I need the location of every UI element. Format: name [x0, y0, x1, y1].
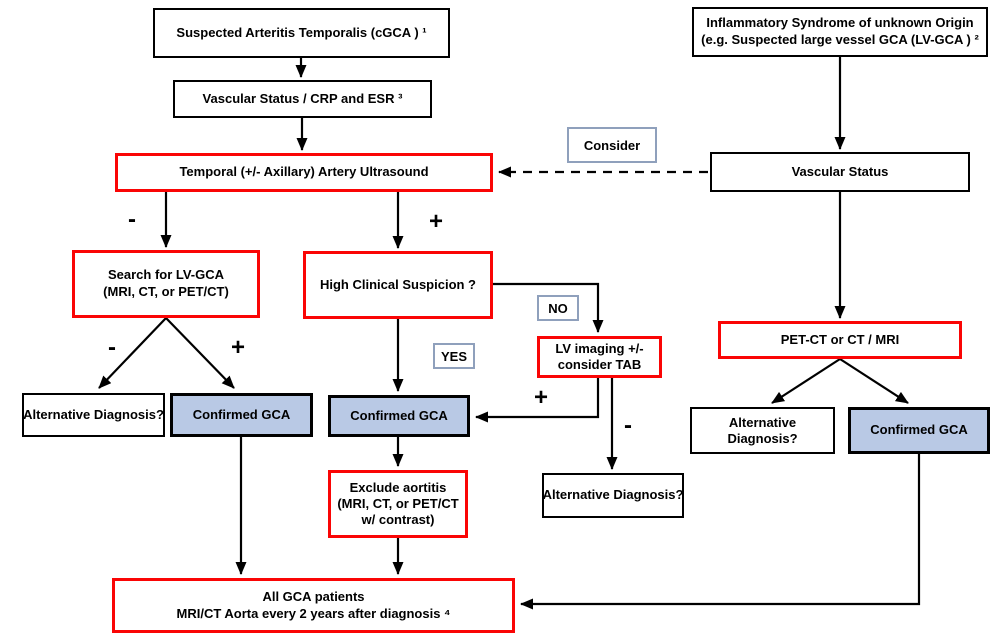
node-label: Alternative Diagnosis?	[23, 406, 164, 422]
node-label-line1: Alternative	[728, 414, 797, 430]
ultrasound-positive-sign: +	[428, 208, 443, 235]
node-label-line2: MRI/CT Aorta every 2 years after diagnos…	[176, 605, 451, 621]
node-label-line2: (MRI, CT, or PET/CT)	[103, 284, 229, 299]
node-label-line2: Diagnosis?	[727, 430, 798, 446]
edge-petct-to-altdiag	[771, 358, 841, 404]
node-search-lv-gca: Search for LV-GCA (MRI, CT, or PET/CT)	[72, 250, 260, 318]
node-label: Confirmed GCA	[350, 407, 448, 423]
node-label: Confirmed GCA	[192, 406, 291, 422]
node-label: Alternative Diagnosis?	[542, 487, 684, 503]
node-temporal-artery-ultrasound: Temporal (+/- Axillary) Artery Ultrasoun…	[115, 153, 493, 192]
node-label: Temporal (+/- Axillary) Artery Ultrasoun…	[179, 164, 429, 180]
edge-petct-to-confirmed	[839, 358, 909, 404]
edge-search-pos-to-confirmed	[165, 317, 235, 389]
node-label-line1: All GCA patients	[262, 588, 365, 604]
search-positive-sign: +	[230, 334, 245, 361]
node-suspected-arteritis: Suspected Arteritis Temporalis (cGCA ) ¹	[153, 8, 450, 58]
node-label-line1: LV imaging +/-	[555, 341, 644, 357]
no-label: NO	[548, 300, 568, 316]
node-confirmed-gca-center: Confirmed GCA	[328, 395, 470, 437]
node-label-line3: w/ contrast)	[361, 512, 435, 528]
node-confirmed-gca-right: Confirmed GCA	[848, 407, 990, 454]
node-label-line1: Search for LV-GCA	[107, 267, 225, 283]
node-confirmed-gca-left: Confirmed GCA	[170, 393, 313, 437]
edge-confirmedright-to-allgca	[520, 454, 921, 610]
edge-lvimaging-pos-to-confirmed	[475, 378, 600, 423]
yes-tag: YES	[433, 343, 475, 369]
node-alternative-diagnosis-right: Alternative Diagnosis?	[690, 407, 835, 454]
node-label-line1: Exclude aortitis	[349, 479, 447, 495]
consider-label: Consider	[583, 137, 641, 153]
node-label-line2: (e.g. Suspected large vessel GCA (LV-GCA…	[701, 32, 979, 47]
consider-tag: Consider	[567, 127, 657, 163]
node-label: Vascular Status / CRP and ESR ³	[202, 90, 403, 106]
node-label: High Clinical Suspicion ?	[319, 276, 476, 292]
node-label-line2: (MRI, CT, or PET/CT	[337, 495, 459, 511]
search-negative-sign: -	[108, 334, 116, 361]
no-tag: NO	[537, 295, 579, 321]
node-pet-ct-mri: PET-CT or CT / MRI	[718, 321, 962, 359]
ultrasound-negative-sign: -	[128, 206, 136, 233]
node-alternative-diagnosis-left: Alternative Diagnosis?	[22, 393, 165, 437]
node-inflammatory-syndrome: Inflammatory Syndrome of unknown Origin …	[692, 7, 988, 57]
node-vascular-status-crp-esr: Vascular Status / CRP and ESR ³	[173, 80, 432, 118]
node-exclude-aortitis: Exclude aortitis (MRI, CT, or PET/CT w/ …	[328, 470, 468, 538]
node-high-clinical-suspicion: High Clinical Suspicion ?	[303, 251, 493, 319]
node-label: PET-CT or CT / MRI	[780, 331, 900, 347]
node-all-gca-patients: All GCA patients MRI/CT Aorta every 2 ye…	[112, 578, 515, 633]
node-label-line2: consider TAB	[557, 357, 642, 372]
node-vascular-status: Vascular Status	[710, 152, 970, 192]
node-label: Confirmed GCA	[870, 422, 968, 438]
node-label-line1: Inflammatory Syndrome of unknown Origin	[706, 15, 974, 31]
yes-label: YES	[440, 348, 467, 364]
node-label: Suspected Arteritis Temporalis (cGCA ) ¹	[176, 24, 427, 40]
node-lv-imaging-consider-tab: LV imaging +/- consider TAB	[537, 336, 662, 378]
edge-suspicion-no-to-lvimaging	[493, 282, 604, 333]
node-alternative-diagnosis-bottom: Alternative Diagnosis?	[542, 473, 684, 518]
edge-search-neg-to-altdiag	[98, 317, 167, 389]
lv-imaging-negative-sign: -	[624, 412, 632, 439]
node-label: Vascular Status	[791, 163, 889, 179]
lv-imaging-positive-sign: +	[533, 384, 548, 411]
